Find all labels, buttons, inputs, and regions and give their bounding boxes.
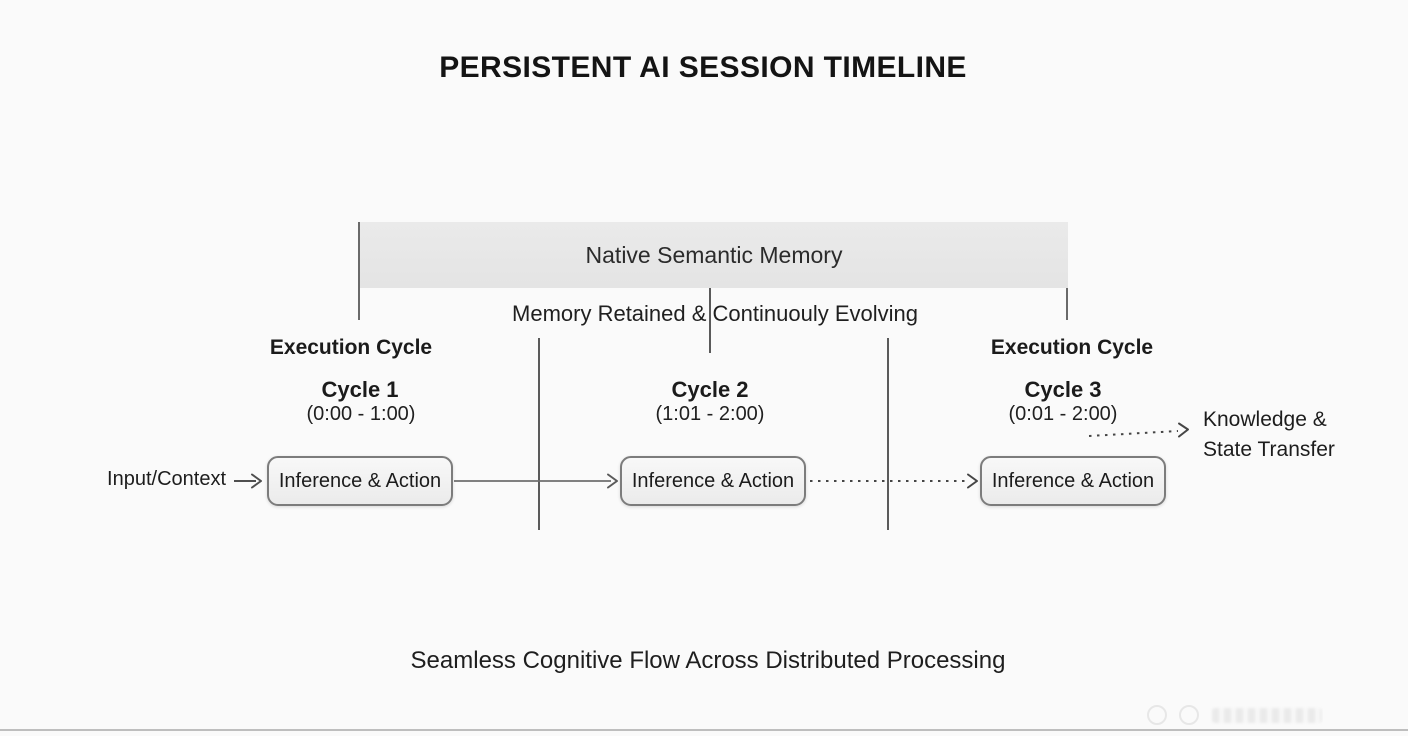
inference-action-box-1: Inference & Action: [267, 456, 453, 506]
page-title: PERSISTENT AI SESSION TIMELINE: [439, 51, 967, 84]
inference-action-label-1: Inference & Action: [278, 469, 442, 492]
cycle-3-range: (0:01 - 2:00): [1008, 403, 1118, 425]
execution-cycle-header-3: Execution Cycle: [990, 336, 1154, 359]
cycle-1-name: Cycle 1: [321, 377, 399, 402]
transfer-label-line2: State Transfer: [1203, 438, 1335, 461]
flow-arrow-solid-head-icon: [607, 473, 618, 489]
cycle-2-range: (1:01 - 2:00): [655, 403, 765, 425]
inference-action-label-3: Inference & Action: [991, 469, 1155, 492]
inference-action-box-2: Inference & Action: [620, 456, 806, 506]
watermark-text-smudge: [1211, 708, 1322, 723]
transfer-label-line1: Knowledge &: [1203, 408, 1327, 431]
cycle-1-range: (0:00 - 1:00): [306, 403, 416, 425]
caption: Seamless Cognitive Flow Across Distribut…: [410, 647, 1006, 674]
memory-bar-label: Native Semantic Memory: [585, 241, 843, 268]
input-arrow-head-icon: [251, 473, 262, 489]
flow-arrow-dotted-head-icon: [967, 473, 978, 489]
inference-action-box-3: Inference & Action: [980, 456, 1166, 506]
watermark: [1147, 702, 1323, 729]
execution-cycle-header-1: Execution Cycle: [269, 336, 433, 359]
memory-bar: Native Semantic Memory: [360, 222, 1068, 288]
cycle-2-name: Cycle 2: [671, 377, 749, 402]
input-context-label: Input/Context: [107, 468, 226, 490]
transfer-arrow-line: [1088, 430, 1179, 437]
watermark-circle-icon: [1179, 705, 1200, 725]
inference-action-label-2: Inference & Action: [631, 469, 795, 492]
transfer-label: Knowledge & State Transfer: [1203, 405, 1335, 465]
watermark-circle-icon: [1147, 705, 1167, 725]
cycle-3-name: Cycle 3: [1024, 377, 1102, 402]
memory-note: Memory Retained & Continuouly Evolving: [512, 301, 918, 326]
transfer-arrow-head-icon: [1178, 422, 1189, 438]
